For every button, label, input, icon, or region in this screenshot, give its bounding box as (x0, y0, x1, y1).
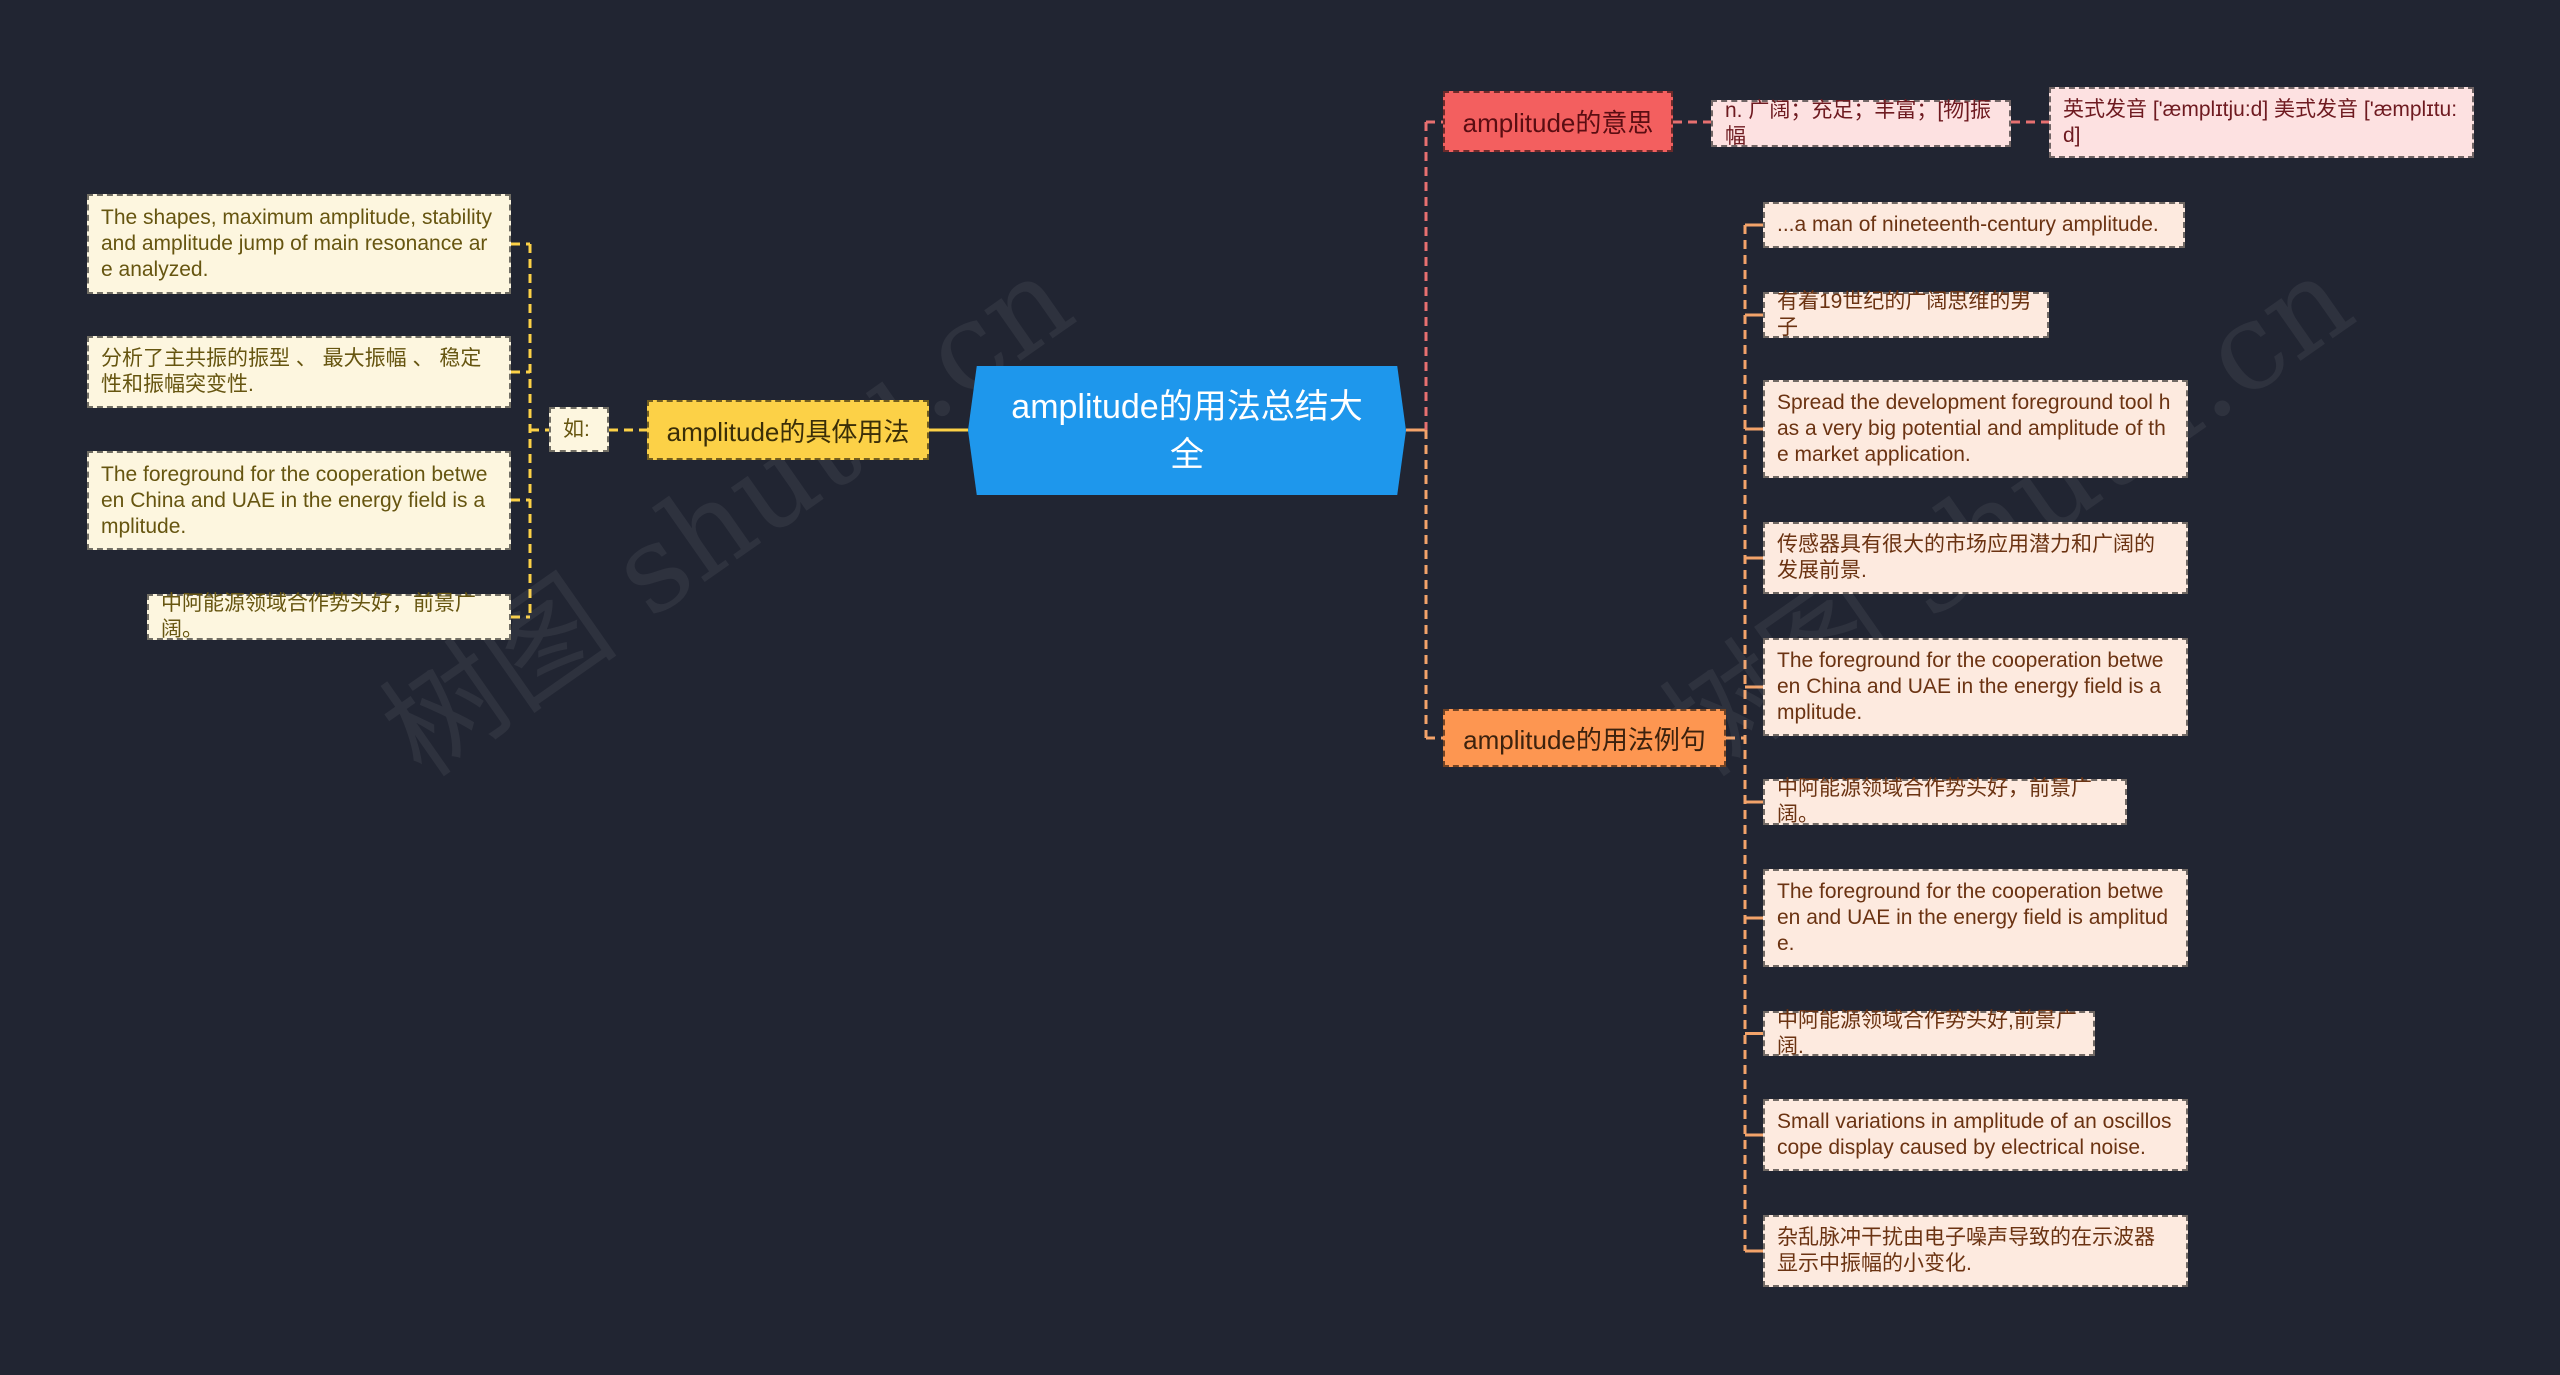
definition-node[interactable]: n. 广阔；充足；丰富；[物]振幅 (1711, 98, 2011, 148)
example-item[interactable]: 中阿能源领域合作势头好,前景广阔. (1763, 1009, 2095, 1058)
example-item[interactable]: The foreground for the cooperation betwe… (1763, 869, 2188, 967)
usage-text: The shapes, maximum amplitude, stability… (101, 206, 492, 281)
usage-item[interactable]: The shapes, maximum amplitude, stability… (87, 194, 511, 294)
branch-usage-label: amplitude的具体用法 (666, 416, 910, 447)
branch-examples[interactable]: amplitude的用法例句 (1443, 709, 1726, 767)
example-item[interactable]: 传感器具有很大的市场应用潜力和广阔的发展前景. (1763, 522, 2188, 594)
example-text: Small variations in amplitude of an osci… (1777, 1110, 2172, 1159)
definition-text: n. 广阔；充足；丰富；[物]振幅 (1725, 98, 1992, 148)
root-node[interactable]: amplitude的用法总结大全 (968, 366, 1406, 495)
pronunciation-text: 英式发音 ['æmplɪtju:d] 美式发音 ['æmplɪtu:d] (2063, 97, 2458, 147)
example-item[interactable]: 有着19世纪的广阔思维的男子 (1763, 290, 2049, 339)
example-text: 杂乱脉冲干扰由电子噪声导致的在示波器显示中振幅的小变化. (1777, 1226, 2155, 1275)
branch-meaning[interactable]: amplitude的意思 (1443, 91, 1673, 152)
example-text: 有着19世纪的广阔思维的男子 (1777, 290, 2032, 339)
usage-sub-node[interactable]: 如: (549, 407, 609, 452)
usage-text: 分析了主共振的振型 、 最大振幅 、 稳定性和振幅突变性. (101, 347, 482, 396)
root-label: amplitude的用法总结大全 (1011, 387, 1363, 474)
example-text: The foreground for the cooperation betwe… (1777, 649, 2164, 724)
example-text: Spread the development foreground tool h… (1777, 391, 2171, 466)
example-item[interactable]: 杂乱脉冲干扰由电子噪声导致的在示波器显示中振幅的小变化. (1763, 1215, 2188, 1287)
usage-text: The foreground for the cooperation betwe… (101, 462, 488, 538)
example-item[interactable]: The foreground for the cooperation betwe… (1763, 638, 2188, 736)
usage-item[interactable]: 分析了主共振的振型 、 最大振幅 、 稳定性和振幅突变性. (87, 336, 511, 408)
example-text: 中阿能源领域合作势头好，前景广阔。 (1777, 777, 2092, 826)
pronunciation-node[interactable]: 英式发音 ['æmplɪtju:d] 美式发音 ['æmplɪtu:d] (2049, 87, 2474, 158)
branch-usage[interactable]: amplitude的具体用法 (647, 400, 929, 460)
branch-meaning-label: amplitude的意思 (1462, 108, 1654, 138)
example-item[interactable]: Small variations in amplitude of an osci… (1763, 1099, 2188, 1171)
branch-examples-label: amplitude的用法例句 (1463, 724, 1706, 755)
example-text: 中阿能源领域合作势头好,前景广阔. (1777, 1008, 2077, 1058)
usage-sub-label: 如: (563, 417, 590, 441)
example-text: ...a man of nineteenth-century amplitude… (1777, 213, 2159, 236)
example-text: The foreground for the cooperation betwe… (1777, 880, 2169, 955)
usage-item[interactable]: The foreground for the cooperation betwe… (87, 451, 511, 550)
usage-item[interactable]: 中阿能源领域合作势头好，前景广阔。 (147, 592, 511, 641)
example-item[interactable]: 中阿能源领域合作势头好，前景广阔。 (1763, 777, 2127, 826)
example-item[interactable]: Spread the development foreground tool h… (1763, 380, 2188, 478)
usage-text: 中阿能源领域合作势头好，前景广阔。 (161, 592, 476, 641)
example-item[interactable]: ...a man of nineteenth-century amplitude… (1763, 202, 2185, 248)
example-text: 传感器具有很大的市场应用潜力和广阔的发展前景. (1777, 533, 2155, 582)
